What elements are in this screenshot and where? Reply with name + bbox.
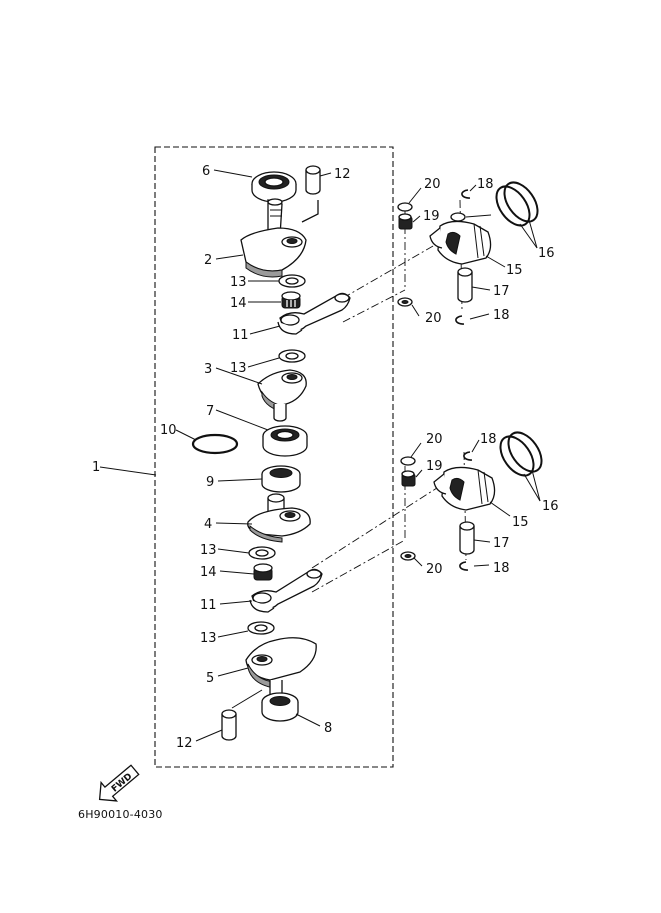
label-part-6: 6 xyxy=(202,164,210,179)
label-part-18-d: 18 xyxy=(493,561,510,576)
washer-part xyxy=(278,349,306,363)
label-part-3: 3 xyxy=(204,362,212,377)
label-part-15-a: 15 xyxy=(506,263,523,278)
middle-crank-part xyxy=(257,369,307,422)
upper-piston-rings-part xyxy=(495,181,539,227)
center-oil-seal-part xyxy=(261,465,301,493)
lower-piston-rings-part xyxy=(499,431,543,477)
lower-dowel-pin-part xyxy=(221,689,263,741)
label-part-20-d: 20 xyxy=(426,562,443,577)
lower-small-bearing-part xyxy=(400,456,416,561)
washer-part xyxy=(247,621,275,635)
label-part-4: 4 xyxy=(204,517,212,532)
label-part-12-top: 12 xyxy=(334,167,351,182)
label-part-20-b: 20 xyxy=(425,311,442,326)
upper-connecting-rod-part xyxy=(277,292,351,335)
drawing-code: 6H90010-4030 xyxy=(78,808,163,821)
washer-part xyxy=(248,546,276,560)
label-part-14-a: 14 xyxy=(230,296,247,311)
label-part-20-a: 20 xyxy=(424,177,441,192)
label-part-2: 2 xyxy=(204,253,212,268)
needle-bearing-part xyxy=(281,291,301,309)
label-part-19-a: 19 xyxy=(423,209,440,224)
lower-crank-part xyxy=(247,493,311,543)
part-number-labels: 6 12 2 13 14 11 13 3 7 10 1 9 4 13 14 11… xyxy=(92,164,559,751)
label-part-11-a: 11 xyxy=(232,328,249,343)
label-part-1: 1 xyxy=(92,460,100,475)
upper-piston-pin-part xyxy=(457,267,473,303)
label-part-13-d: 13 xyxy=(200,631,217,646)
label-part-8: 8 xyxy=(324,721,332,736)
bottom-crank-part xyxy=(245,637,317,698)
upper-small-bearing-part xyxy=(397,202,413,307)
label-part-11-b: 11 xyxy=(200,598,217,613)
label-part-20-c: 20 xyxy=(426,432,443,447)
label-part-16-a: 16 xyxy=(538,246,555,261)
alignment-lines xyxy=(311,199,467,593)
label-part-10: 10 xyxy=(160,423,177,438)
label-part-13-a: 13 xyxy=(230,275,247,290)
label-part-18-c: 18 xyxy=(480,432,497,447)
lower-bearing-part xyxy=(261,692,299,722)
label-part-17-a: 17 xyxy=(493,284,510,299)
label-part-5: 5 xyxy=(206,671,214,686)
label-part-19-b: 19 xyxy=(426,459,443,474)
upper-crank-part xyxy=(240,198,307,278)
label-part-13-c: 13 xyxy=(200,543,217,558)
snap-ring-part xyxy=(191,433,239,455)
leader-lines xyxy=(99,169,541,742)
label-part-18-b: 18 xyxy=(493,308,510,323)
fwd-arrow-icon: FWD xyxy=(98,764,140,802)
label-part-9: 9 xyxy=(206,475,214,490)
label-part-13-b: 13 xyxy=(230,361,247,376)
label-part-15-b: 15 xyxy=(512,515,529,530)
label-part-14-b: 14 xyxy=(200,565,217,580)
lower-piston-pin-part xyxy=(459,521,475,555)
label-part-12-bottom: 12 xyxy=(176,736,193,751)
label-part-18-a: 18 xyxy=(477,177,494,192)
upper-piston-part xyxy=(429,220,492,265)
upper-oil-seal-part xyxy=(251,171,297,203)
lower-clips-part xyxy=(459,451,473,571)
upper-clips-part xyxy=(450,189,471,325)
center-bearing-part xyxy=(262,425,308,457)
label-part-17-b: 17 xyxy=(493,536,510,551)
washer-part xyxy=(278,274,306,288)
lower-connecting-rod-part xyxy=(249,568,323,613)
upper-dowel-pin-part xyxy=(301,165,321,223)
label-part-7: 7 xyxy=(206,404,214,419)
assembly-boundary xyxy=(154,146,394,768)
label-part-16-b: 16 xyxy=(542,499,559,514)
lower-piston-part xyxy=(433,466,496,511)
needle-bearing-part xyxy=(253,563,273,581)
